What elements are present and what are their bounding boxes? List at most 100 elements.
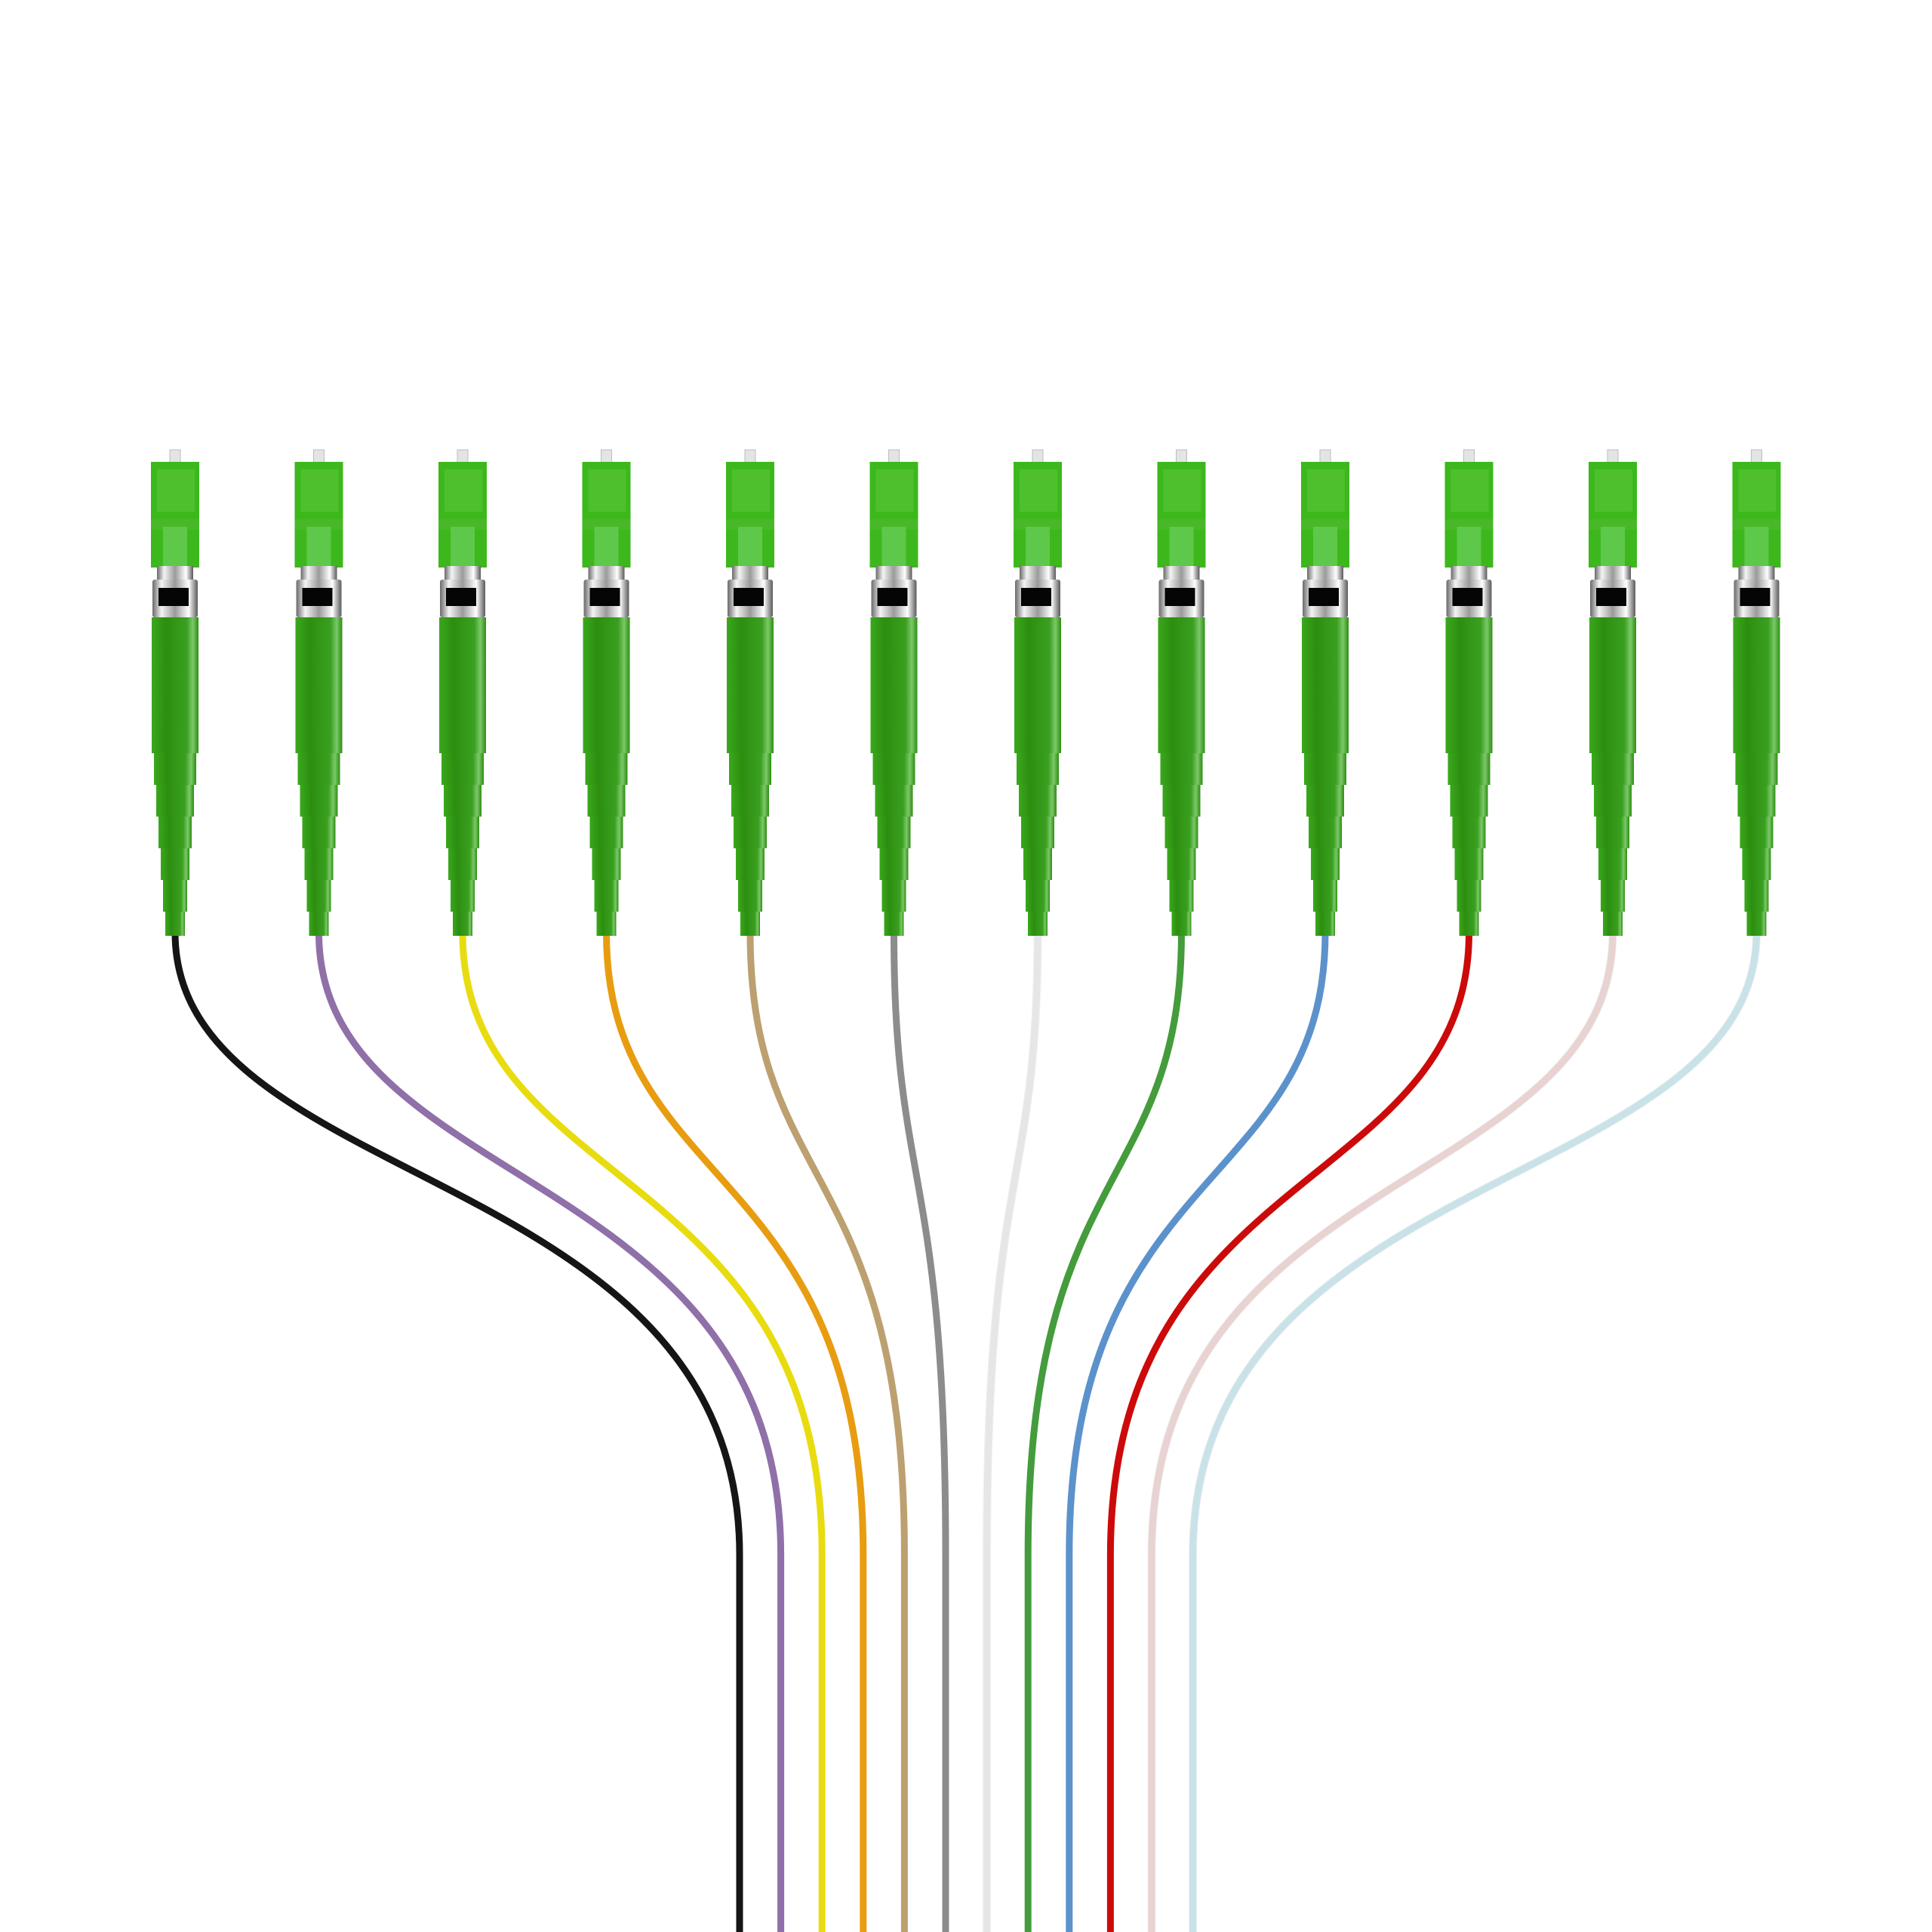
boot-segment	[1162, 785, 1201, 817]
boot-segment	[731, 785, 769, 817]
boot-segment	[165, 912, 185, 936]
boot-segment	[879, 848, 909, 880]
boot-segment	[1158, 617, 1205, 753]
sc-apc-connector	[151, 449, 199, 936]
boot-segment	[585, 753, 628, 785]
latch	[306, 527, 331, 574]
boot-segment	[1313, 880, 1337, 912]
boot-segment	[444, 785, 481, 817]
boot-segment	[1306, 785, 1344, 817]
boot-segment	[1169, 880, 1194, 912]
collar-window	[1452, 588, 1483, 606]
housing-highlight	[1307, 469, 1345, 512]
latch	[1457, 527, 1481, 574]
boot-segment	[589, 817, 623, 848]
sc-apc-connector	[1589, 449, 1637, 936]
boot-segment	[1447, 753, 1491, 785]
boot-segment	[446, 817, 479, 848]
metal-neck	[588, 566, 625, 581]
boot-segment	[1160, 753, 1203, 785]
boot-segment	[594, 880, 619, 912]
boot-segment	[587, 785, 626, 817]
boot-segment	[1589, 617, 1636, 753]
collar-window	[589, 588, 620, 606]
metal-neck	[732, 566, 768, 581]
cable-purple	[315, 929, 785, 1932]
boot-segment	[1594, 785, 1632, 817]
cable-blue	[1066, 929, 1329, 1932]
boot-segment	[1733, 617, 1780, 753]
boot-segment	[729, 753, 771, 785]
boot-segment	[1603, 912, 1623, 936]
boot-segment	[1021, 817, 1054, 848]
latch	[881, 527, 906, 574]
boot-segment	[1740, 817, 1774, 848]
boot-segment	[1017, 753, 1059, 785]
latch	[1026, 527, 1050, 574]
collar-window	[446, 588, 476, 606]
latch	[1601, 527, 1625, 574]
boot-segment	[1023, 848, 1052, 880]
boot-segment	[451, 880, 475, 912]
boot-segment	[161, 848, 189, 880]
housing-highlight	[875, 469, 914, 512]
sc-apc-connector	[1444, 449, 1494, 936]
connectors	[151, 449, 1781, 936]
sc-apc-connector	[1732, 449, 1781, 936]
cable-light-blue	[1189, 929, 1760, 1932]
ferrule	[1463, 449, 1475, 464]
boot-segment	[1601, 880, 1625, 912]
housing-highlight	[1163, 469, 1201, 512]
latch	[1313, 527, 1337, 574]
ferrule	[169, 449, 181, 464]
boot-segment	[158, 817, 192, 848]
boot-segment	[441, 753, 484, 785]
boot-segment	[1742, 848, 1771, 880]
boot-segment	[453, 912, 472, 936]
cable-pink	[1148, 929, 1617, 1932]
metal-neck	[875, 566, 912, 581]
collar-window	[1309, 588, 1339, 606]
boot-segment	[295, 617, 343, 753]
collar-window	[877, 588, 908, 606]
collar-window	[734, 588, 764, 606]
cables	[171, 929, 1761, 1932]
metal-neck	[1451, 566, 1487, 581]
boot-segment	[439, 617, 486, 753]
boot-segment	[1459, 912, 1479, 936]
metal-neck	[157, 566, 193, 581]
latch	[594, 527, 619, 574]
collar-window	[1596, 588, 1626, 606]
boot-segment	[1026, 880, 1050, 912]
boot-segment	[872, 753, 915, 785]
ferrule	[1319, 449, 1331, 464]
ferrule	[313, 449, 325, 464]
housing-highlight	[445, 469, 482, 512]
boot-segment	[1598, 848, 1627, 880]
latch	[1169, 527, 1194, 574]
sc-apc-connector	[1014, 449, 1062, 936]
ferrule	[601, 449, 612, 464]
ferrule	[1176, 449, 1187, 464]
boot-segment	[738, 880, 762, 912]
ferrule	[1607, 449, 1619, 464]
boot-segment	[1592, 753, 1634, 785]
boot-segment	[156, 785, 194, 817]
collar-window	[1164, 588, 1195, 606]
latch	[738, 527, 762, 574]
housing-highlight	[157, 469, 195, 512]
latch	[163, 527, 187, 574]
cable-green	[1024, 929, 1185, 1932]
boot-segment	[309, 912, 329, 936]
cable-orange	[603, 929, 867, 1932]
cable-grey	[891, 929, 949, 1932]
metal-neck	[1595, 566, 1631, 581]
boot-segment	[596, 912, 617, 936]
boot-segment	[1744, 880, 1769, 912]
boot-segment	[734, 817, 767, 848]
boot-segment	[152, 617, 198, 753]
boot-segment	[736, 848, 764, 880]
boot-segment	[300, 785, 338, 817]
